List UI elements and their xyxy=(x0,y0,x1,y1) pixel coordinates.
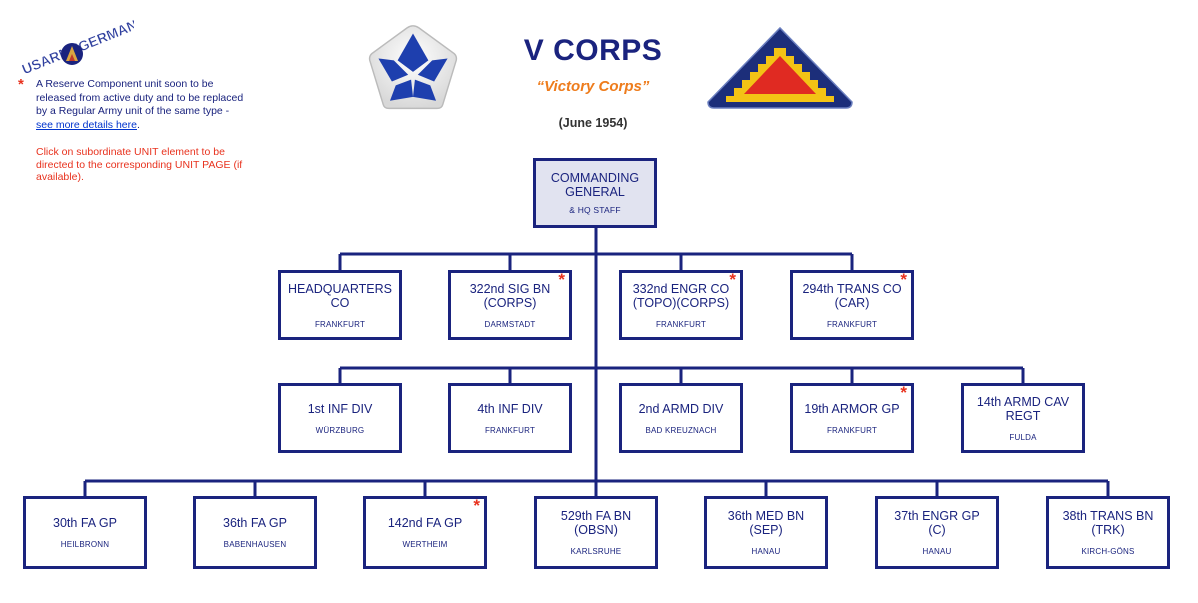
reserve-star-icon: * xyxy=(900,270,907,289)
unit-name: 2nd ARMD DIV xyxy=(638,401,724,416)
reserve-legend: * A Reserve Component unit soon to be re… xyxy=(18,77,247,132)
unit-name: 322nd SIG BN (CORPS) xyxy=(469,281,551,310)
unit-38th-trans-bn[interactable]: 38th TRANS BN (TRK) KIRCH-GÖNS xyxy=(1046,496,1170,569)
unit-30th-fa-gp[interactable]: 30th FA GP HEILBRONN xyxy=(23,496,147,569)
reserve-star-icon: * xyxy=(900,383,907,402)
click-note: Click on subordinate UNIT element to be … xyxy=(36,146,243,184)
unit-location: KARLSRUHE xyxy=(570,547,622,556)
unit-name: COMMANDING GENERAL xyxy=(550,171,640,199)
unit-name: HEADQUARTERS CO xyxy=(288,281,392,310)
unit-name: 37th ENGR GP (C) xyxy=(894,509,980,537)
unit-name: 36th FA GP xyxy=(223,516,287,530)
unit-name: 19th ARMOR GP xyxy=(804,401,900,416)
unit-name: 4th INF DIV xyxy=(477,401,543,416)
unit-location: HEILBRONN xyxy=(60,540,110,549)
unit-location: FRANKFURT xyxy=(314,319,366,329)
unit-location: HANAU xyxy=(751,547,781,556)
unit-location: KIRCH-GÖNS xyxy=(1081,547,1135,556)
unit-location: HANAU xyxy=(922,547,952,556)
unit-location: FRANKFURT xyxy=(655,319,707,329)
unit-142nd-fa-gp[interactable]: * 142nd FA GP WERTHEIM xyxy=(363,496,487,569)
unit-4th-inf-div[interactable]: 4th INF DIV FRANKFURT xyxy=(448,383,572,453)
unit-2nd-armd-div[interactable]: 2nd ARMD DIV BAD KREUZNACH xyxy=(619,383,743,453)
unit-name: 142nd FA GP xyxy=(387,516,463,530)
unit-location: FRANKFURT xyxy=(826,319,878,329)
unit-36th-med-bn[interactable]: 36th MED BN (SEP) HANAU xyxy=(704,496,828,569)
details-link[interactable]: see more details here xyxy=(36,118,137,131)
unit-name: 14th ARMD CAV REGT xyxy=(976,394,1070,423)
unit-location: WÜRZBURG xyxy=(315,425,365,435)
legend-text: A Reserve Component unit soon to be rele… xyxy=(36,78,244,131)
unit-14th-armd-cav-regt[interactable]: 14th ARMD CAV REGT FULDA xyxy=(961,383,1085,453)
unit-name: 36th MED BN (SEP) xyxy=(727,509,805,537)
page-subtitle: “Victory Corps” xyxy=(536,78,650,95)
page-title: V CORPS xyxy=(523,34,663,67)
page-date: (June 1954) xyxy=(558,116,628,130)
unit-location: WERTHEIM xyxy=(402,540,448,549)
unit-name: 38th TRANS BN (TRK) xyxy=(1062,509,1154,537)
unit-name: 332nd ENGR CO (TOPO)(CORPS) xyxy=(632,281,730,310)
reserve-star-icon: * xyxy=(729,270,736,289)
unit-location: FULDA xyxy=(1009,432,1037,442)
unit-322nd-sig-bn[interactable]: * 322nd SIG BN (CORPS) DARMSTADT xyxy=(448,270,572,340)
seventh-army-patch-icon xyxy=(707,26,853,109)
unit-location: BAD KREUZNACH xyxy=(645,425,717,435)
unit-294th-trans-co[interactable]: * 294th TRANS CO (CAR) FRANKFURT xyxy=(790,270,914,340)
unit-location: & HQ STAFF xyxy=(569,205,621,215)
unit-529th-fa-bn[interactable]: 529th FA BN (OBSN) KARLSRUHE xyxy=(534,496,658,569)
v-corps-pentagon-patch-icon xyxy=(368,25,458,110)
unit-headquarters-co[interactable]: HEADQUARTERS CO FRANKFURT xyxy=(278,270,402,340)
unit-location: FRANKFURT xyxy=(826,425,878,435)
site-logo[interactable]: USARMYGERMANY.COM xyxy=(14,18,134,73)
unit-name: 529th FA BN (OBSN) xyxy=(560,509,632,537)
reserve-star-icon: * xyxy=(558,270,565,289)
reserve-star-icon: * xyxy=(473,496,480,515)
unit-36th-fa-gp[interactable]: 36th FA GP BABENHAUSEN xyxy=(193,496,317,569)
unit-19th-armor-gp[interactable]: * 19th ARMOR GP FRANKFURT xyxy=(790,383,914,453)
unit-37th-engr-gp[interactable]: 37th ENGR GP (C) HANAU xyxy=(875,496,999,569)
unit-location: FRANKFURT xyxy=(484,425,536,435)
unit-1st-inf-div[interactable]: 1st INF DIV WÜRZBURG xyxy=(278,383,402,453)
unit-location: BABENHAUSEN xyxy=(223,540,287,549)
unit-name: 30th FA GP xyxy=(53,516,117,530)
unit-332nd-engr-co[interactable]: * 332nd ENGR CO (TOPO)(CORPS) FRANKFURT xyxy=(619,270,743,340)
unit-name: 294th TRANS CO (CAR) xyxy=(802,281,902,310)
reserve-star-icon: * xyxy=(18,76,24,93)
unit-name: 1st INF DIV xyxy=(307,401,373,416)
unit-commanding-general[interactable]: COMMANDING GENERAL & HQ STAFF xyxy=(533,158,657,228)
unit-location: DARMSTADT xyxy=(484,319,536,329)
